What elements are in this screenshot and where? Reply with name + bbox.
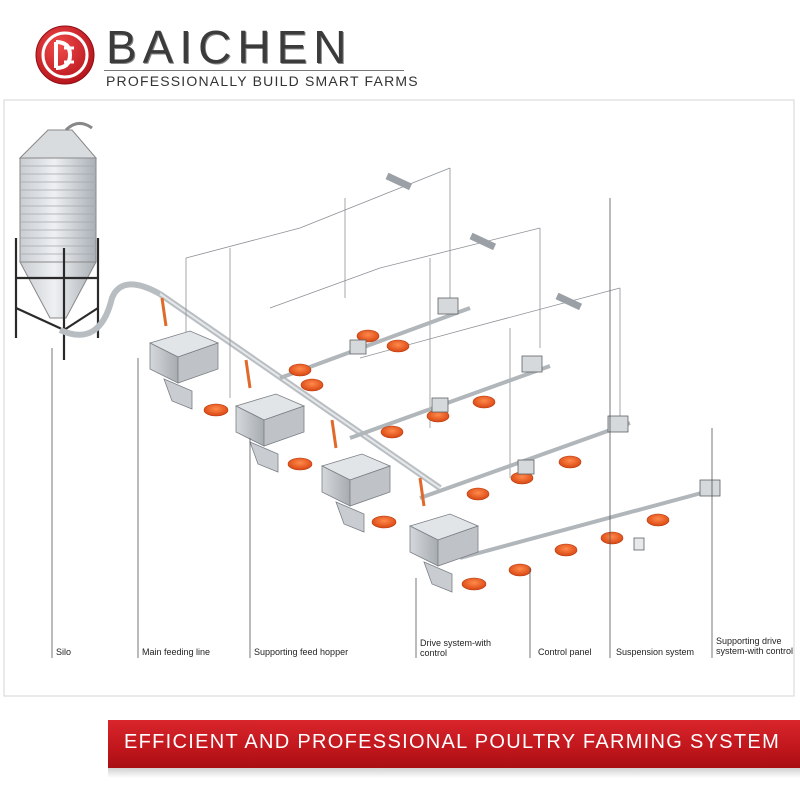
label-drive-system-line2: control xyxy=(420,648,448,658)
control-panel-icon xyxy=(633,537,645,551)
header: BAICHEN PROFESSIONALLY BUILD SMART FARMS xyxy=(0,0,800,100)
label-supporting-drive-line1: Supporting drive xyxy=(716,636,782,646)
brand-tagline: PROFESSIONALLY BUILD SMART FARMS xyxy=(106,73,419,89)
label-control-panel: Control panel xyxy=(538,647,592,657)
brand-name: BAICHEN xyxy=(106,21,353,73)
diagram-frame xyxy=(3,99,795,697)
label-drive-system-line1: Drive system-with xyxy=(420,638,492,648)
suspension-beams xyxy=(385,172,583,311)
feed-hopper-icon xyxy=(148,330,480,593)
brand-divider xyxy=(104,70,404,71)
main-feeding-line-icon xyxy=(158,291,442,491)
baichen-logo-icon xyxy=(35,25,95,85)
diagram-drawing xyxy=(3,99,795,697)
drop-tubes xyxy=(160,297,426,507)
banner-shadow xyxy=(108,768,800,778)
label-supporting-drive-line2: system-with control xyxy=(716,646,794,656)
slogan-text: EFFICIENT AND PROFESSIONAL POULTRY FARMI… xyxy=(124,731,781,753)
feeding-system-diagram: Silo Main feeding line Supporting feed h… xyxy=(0,98,800,698)
feeder-pan-icon xyxy=(203,329,670,591)
silo-icon xyxy=(14,122,162,360)
leader-lines xyxy=(51,198,713,658)
label-silo: Silo xyxy=(56,647,72,657)
drive-unit-icon xyxy=(349,297,721,497)
label-suspension-system: Suspension system xyxy=(616,647,695,657)
label-supporting-feed-hopper: Supporting feed hopper xyxy=(254,647,349,657)
label-main-feeding-line: Main feeding line xyxy=(142,647,211,657)
slogan-banner xyxy=(108,720,800,768)
